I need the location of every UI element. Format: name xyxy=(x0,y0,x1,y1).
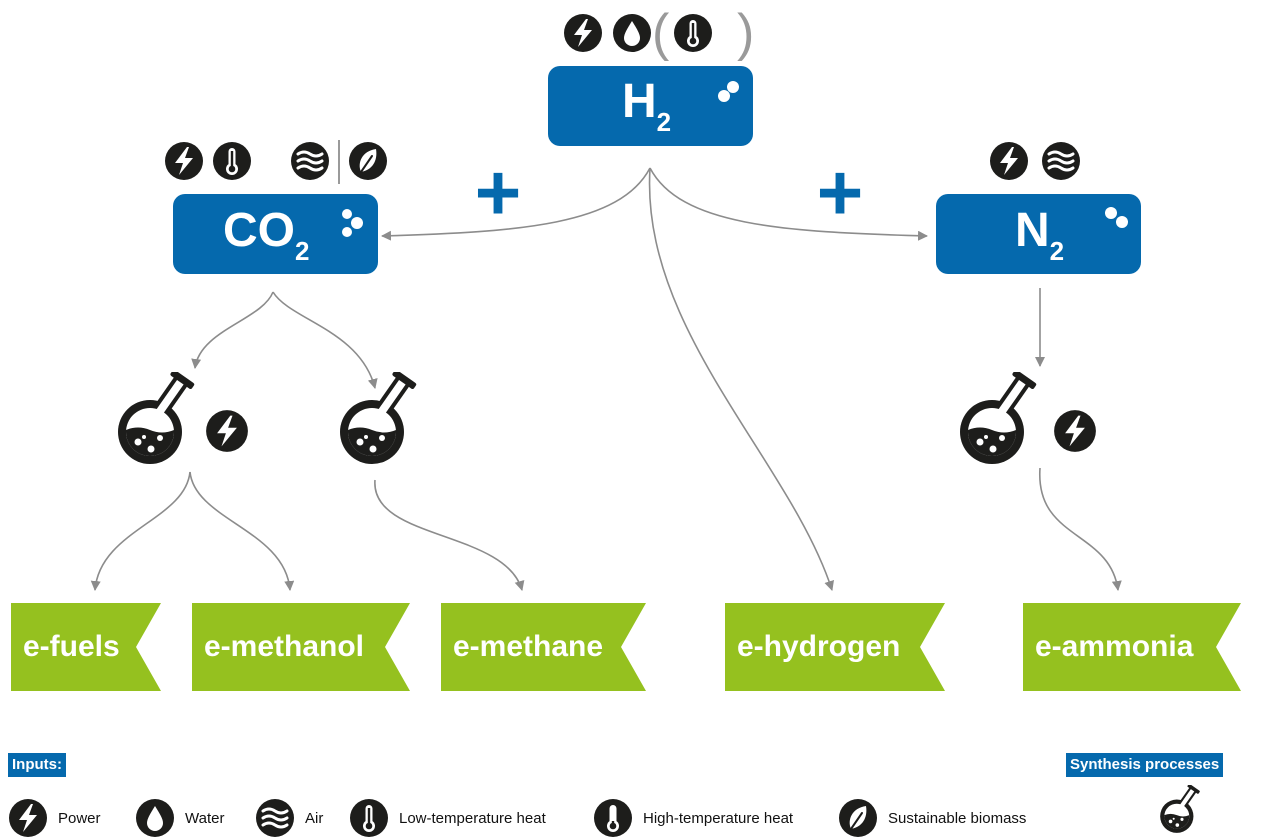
arrow-h2-to-co2 xyxy=(381,167,651,241)
legend-item-power: Power xyxy=(8,798,101,838)
n2-formula: N2 xyxy=(1015,204,1065,266)
h2-node: H2 xyxy=(548,66,753,146)
h2-formula: H2 xyxy=(622,75,672,137)
product-label: e-methane xyxy=(453,630,604,663)
water-icon xyxy=(612,13,652,53)
synthesis-flask-icon xyxy=(110,372,210,472)
arrow-co2-to-flask-2 xyxy=(272,291,378,389)
low-temperature-heat-icon xyxy=(673,13,713,53)
low-temperature-heat-icon xyxy=(349,798,389,838)
legend-item-high-temperature-heat: High-temperature heat xyxy=(593,798,793,838)
low-temperature-heat-icon xyxy=(212,141,252,181)
product-e-hydrogen: e-hydrogen xyxy=(725,603,945,691)
sustainable-biomass-icon xyxy=(838,798,878,838)
plus-sign-left: + xyxy=(475,148,522,237)
molecule-icon xyxy=(718,81,739,102)
power-icon xyxy=(164,141,204,181)
legend-item-water: Water xyxy=(135,798,224,838)
product-e-ammonia: e-ammonia xyxy=(1023,603,1241,691)
power-icon xyxy=(563,13,603,53)
arrow-flask-2-to-e-methane xyxy=(374,479,525,591)
product-e-fuels: e-fuels xyxy=(11,603,161,691)
sustainable-biomass-icon xyxy=(348,141,388,181)
bracket-close: ) xyxy=(737,4,754,62)
product-e-methanol: e-methanol xyxy=(192,603,410,691)
molecule-icon xyxy=(342,209,363,237)
arrow-h2-to-e-hydrogen xyxy=(648,167,834,591)
power-icon xyxy=(989,141,1029,181)
co2-node: CO2 xyxy=(173,194,378,274)
product-label: e-methanol xyxy=(204,630,365,663)
product-label: e-ammonia xyxy=(1035,630,1194,663)
n2-node: N2 xyxy=(936,194,1141,274)
synthesis-flask-icon xyxy=(332,372,432,472)
legend-item-low-temperature-heat: Low-temperature heat xyxy=(349,798,546,838)
arrow-h2-to-n2 xyxy=(649,167,928,241)
molecule-icon xyxy=(1105,207,1128,228)
air-icon xyxy=(255,798,295,838)
product-e-methane: e-methane xyxy=(441,603,646,691)
co2-formula: CO2 xyxy=(223,204,310,266)
product-label: e-fuels xyxy=(23,630,120,663)
arrow-flask-1-to-e-methanol xyxy=(189,471,295,591)
power-icon xyxy=(8,798,48,838)
synthesis-legend-title: Synthesis processes xyxy=(1066,753,1224,777)
high-temperature-heat-icon xyxy=(593,798,633,838)
product-label: e-hydrogen xyxy=(737,630,901,663)
air-icon xyxy=(290,141,330,181)
inputs-legend-title: Inputs: xyxy=(8,753,66,777)
synthesis-flask-icon xyxy=(1156,785,1208,837)
arrow-flask-3-to-e-ammonia xyxy=(1039,467,1122,591)
synthesis-flask-icon xyxy=(952,372,1052,472)
air-icon xyxy=(1041,141,1081,181)
water-icon xyxy=(135,798,175,838)
legend-item-sustainable-biomass: Sustainable biomass xyxy=(838,798,1026,838)
power-icon xyxy=(205,409,249,453)
bracket-open: ( xyxy=(652,4,670,62)
plus-sign-right: + xyxy=(817,148,864,237)
power-icon xyxy=(1053,409,1097,453)
legend-item-air: Air xyxy=(255,798,323,838)
arrow-flask-1-to-e-fuels xyxy=(90,471,191,591)
arrow-co2-to-flask-1 xyxy=(191,291,274,369)
